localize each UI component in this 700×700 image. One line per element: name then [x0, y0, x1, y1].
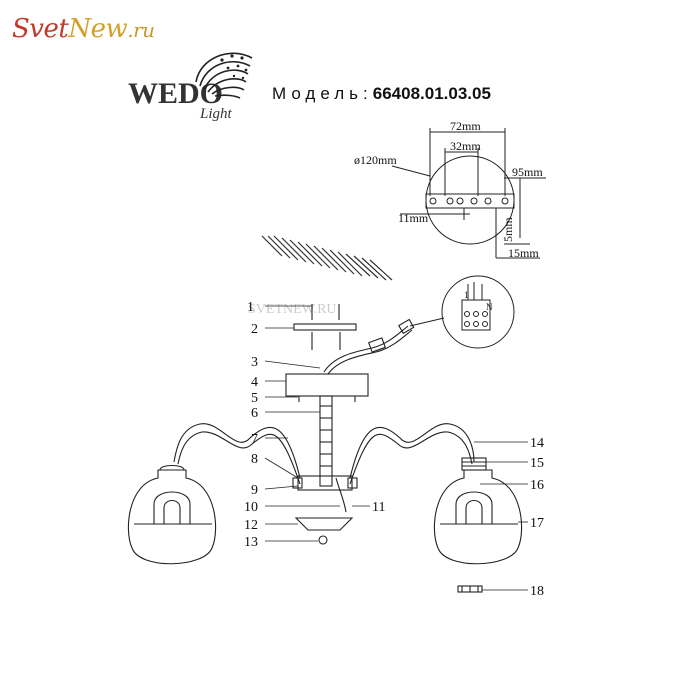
model-label: Модель:66408.01.03.05 [272, 84, 491, 104]
callout-4: 4 [251, 375, 258, 390]
terminal-label-1: 1 [464, 290, 469, 300]
callout-12: 12 [244, 518, 258, 533]
chandelier-assembly [127, 304, 523, 593]
finial-ball [318, 535, 328, 545]
callout-7: 7 [251, 432, 258, 447]
left-shade [127, 469, 217, 565]
callout-18: 18 [530, 584, 544, 599]
threaded-rod [319, 395, 333, 487]
mounting-bar [293, 323, 357, 331]
dim-5: 5mm [501, 217, 515, 242]
dim-d120: ø120mm [354, 153, 397, 167]
callout-16: 16 [530, 478, 544, 493]
right-socket [461, 457, 487, 471]
model-caption: Модель: [272, 84, 373, 103]
callout-5: 5 [251, 391, 258, 406]
supply-wire [323, 325, 409, 373]
brand-sub: Light [199, 106, 233, 122]
brand-logo: WEDO Light [128, 52, 253, 122]
brand-swirl-icon [195, 52, 253, 99]
callouts: 1 2 3 4 5 6 7 8 9 10 12 13 11 14 15 16 1… [244, 300, 544, 599]
callout-6: 6 [251, 406, 258, 421]
right-arm [349, 423, 475, 479]
dim-95: 95mm [512, 165, 543, 179]
site-logo: SvetNew.ru [12, 14, 155, 44]
callout-17: 17 [530, 516, 544, 531]
callout-11: 11 [372, 500, 385, 515]
terminal-labels: 1 N [464, 290, 493, 312]
callout-3: 3 [251, 355, 258, 370]
callout-15: 15 [530, 456, 544, 471]
dim-32: 32mm [450, 139, 481, 153]
dim-15: 15mm [508, 246, 539, 260]
right-shade [433, 469, 523, 565]
finial-cap [294, 517, 354, 531]
terminal-circle [441, 275, 515, 349]
terminal-block-detail [409, 275, 515, 349]
left-arm [173, 423, 301, 479]
model-number: 66408.01.03.05 [372, 84, 491, 103]
plate-dimension-labels: 72mm 32mm ø120mm 95mm 11mm 5mm 15mm [354, 119, 543, 260]
callout-1: 1 [247, 300, 254, 315]
callout-2: 2 [251, 322, 258, 337]
brand-dots-icon [220, 54, 248, 80]
dim-72: 72mm [450, 119, 481, 133]
center-body [297, 475, 353, 491]
callout-9: 9 [251, 483, 258, 498]
callout-13: 13 [244, 535, 258, 550]
callout-8: 8 [251, 452, 258, 467]
canopy [285, 373, 369, 397]
terminal-label-n: N [486, 302, 493, 312]
mounting-plate-detail [391, 128, 546, 259]
ceiling-hatch [261, 235, 393, 281]
leader-lines [264, 305, 528, 591]
callout-14: 14 [530, 436, 544, 451]
plate-bar [425, 193, 515, 209]
watermark: SVETNEW.RU [248, 302, 337, 317]
callout-10: 10 [244, 500, 258, 515]
hook-part [335, 477, 347, 513]
dim-11: 11mm [398, 211, 429, 225]
